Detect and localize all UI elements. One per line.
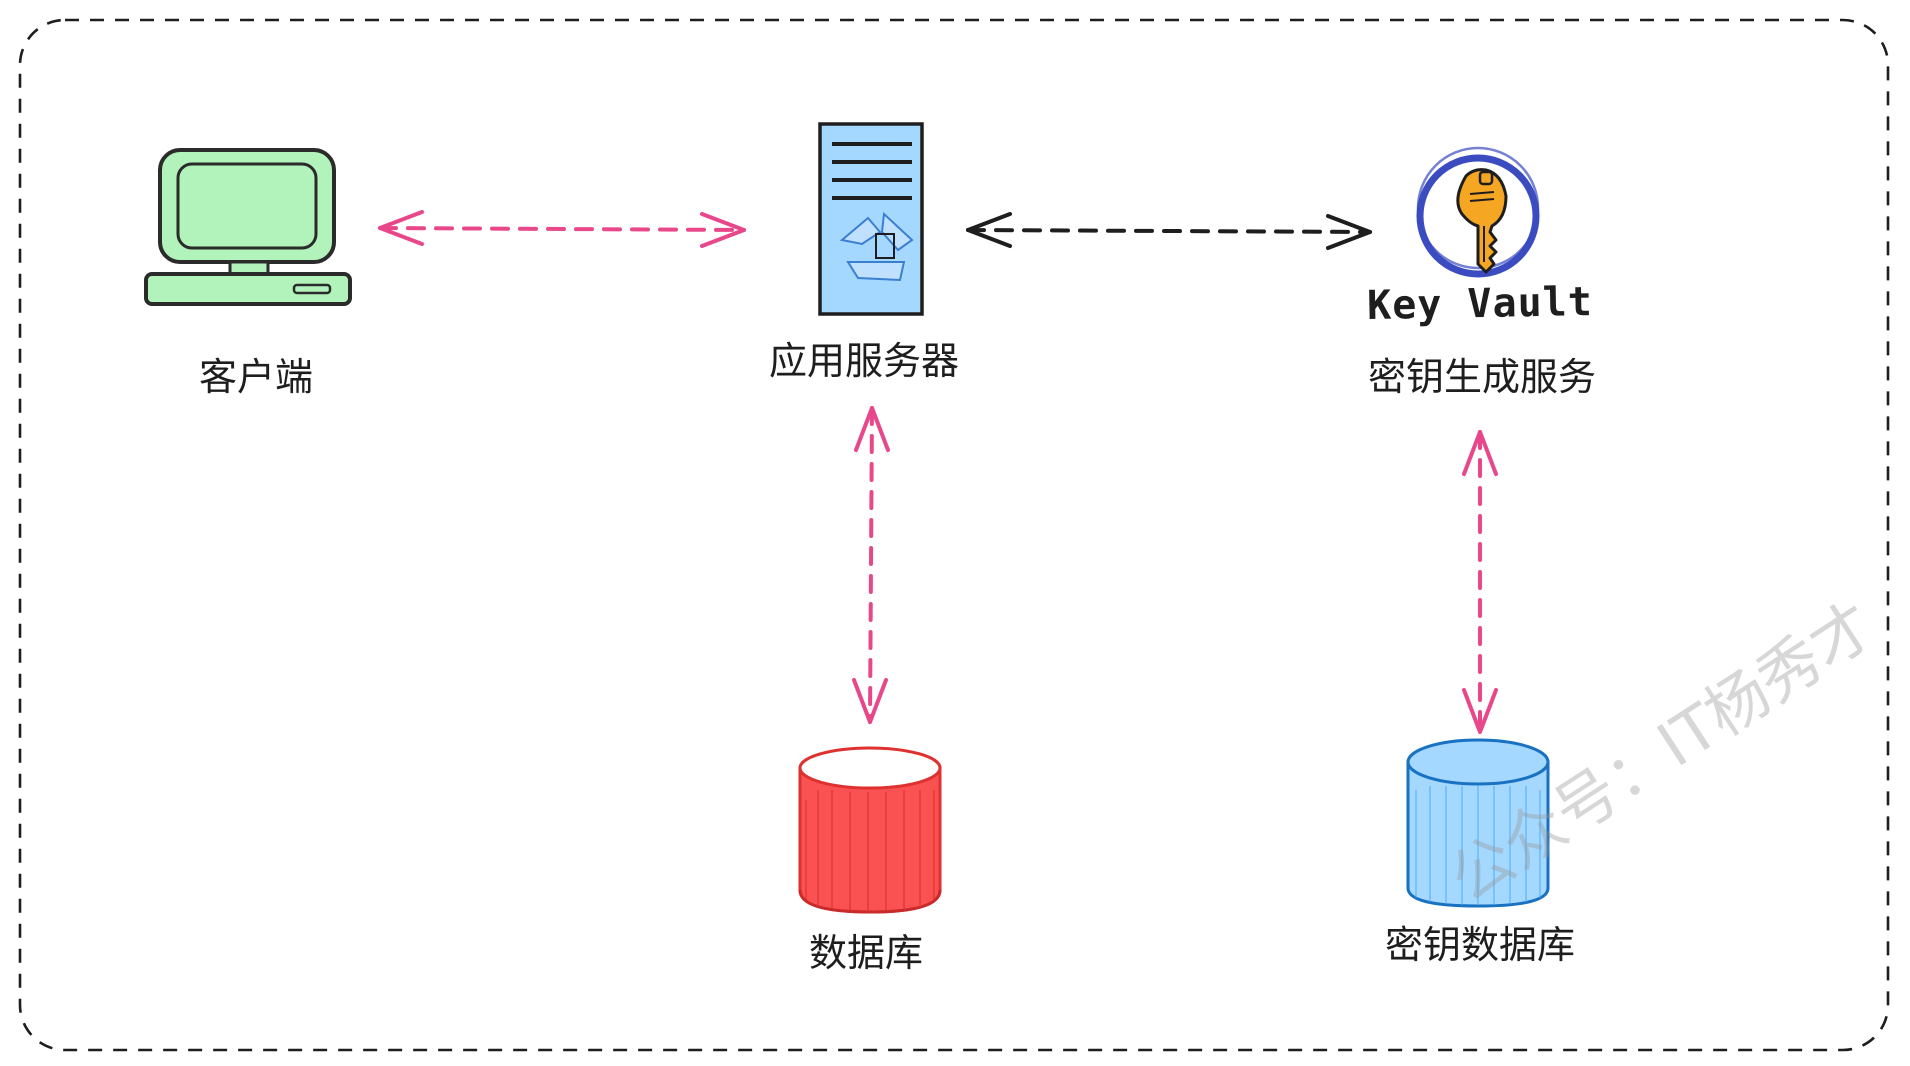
key-vault-icon (1416, 146, 1540, 278)
key-database-cylinder-icon (1406, 738, 1550, 908)
desktop-computer-icon (144, 148, 352, 306)
app-server-label: 应用服务器 (768, 339, 960, 383)
key-database-label: 密钥数据库 (1384, 923, 1576, 967)
arrow-key-service-key-database (1462, 430, 1498, 734)
arrow-client-app-server (378, 210, 746, 248)
database-cylinder-icon (798, 746, 942, 914)
diagram-frame (18, 18, 1890, 1052)
arrow-app-server-key-service (966, 212, 1372, 250)
server-icon (818, 122, 924, 316)
database-label: 数据库 (808, 931, 924, 975)
arrow-app-server-database (852, 406, 890, 724)
key-service-label: 密钥生成服务 (1367, 355, 1597, 399)
client-label: 客户端 (198, 355, 314, 399)
key-vault-logo-text: Key Vault (1366, 279, 1594, 329)
